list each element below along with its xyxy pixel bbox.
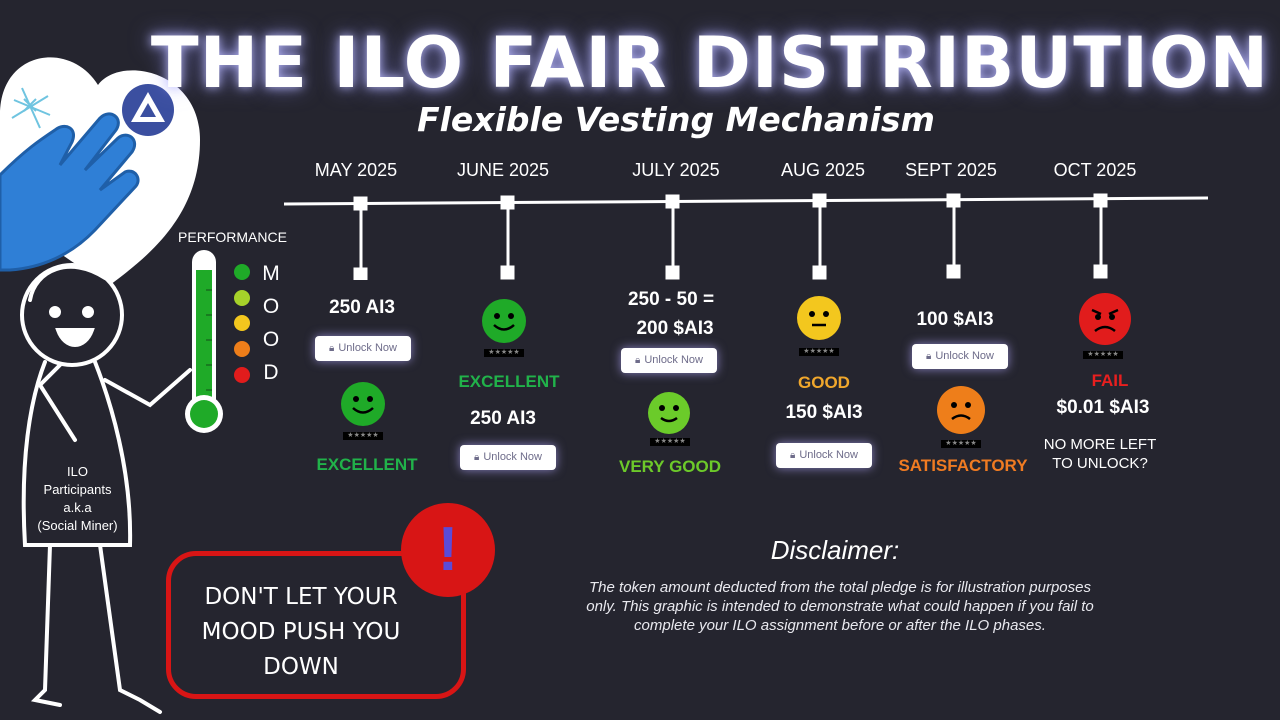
star-rating: ★★★★★ xyxy=(343,432,383,440)
triangle-logo-icon xyxy=(122,84,174,136)
unlock-button-june[interactable]: 🔒︎Unlock Now xyxy=(460,445,556,470)
rating-aug: GOOD xyxy=(798,373,850,392)
exclamation-mark: ! xyxy=(437,515,459,584)
lock-icon: 🔒︎ xyxy=(925,351,932,362)
rating-july: VERY GOOD xyxy=(618,457,722,476)
amount-sept: 100 $AI3 xyxy=(916,309,994,330)
unlock-button-sept[interactable]: 🔒︎Unlock Now xyxy=(912,344,1008,369)
page-title: THE ILO FAIR DISTRIBUTION xyxy=(150,22,1270,104)
lock-icon: 🔒︎ xyxy=(789,450,796,461)
star-rating: ★★★★★ xyxy=(650,438,690,446)
mood-letter-m: M xyxy=(262,262,280,285)
mood-scale xyxy=(234,264,250,383)
snowflake-logo-icon xyxy=(11,87,51,129)
timeline xyxy=(283,193,1209,280)
warning-box xyxy=(166,551,466,699)
hand-icon xyxy=(0,112,140,272)
amount-may: 250 AI3 xyxy=(329,297,395,318)
unlock-button-may[interactable]: 🔒︎Unlock Now xyxy=(315,336,411,361)
mood-letter-o2: O xyxy=(262,328,280,351)
excellent-face-icon xyxy=(341,382,385,426)
month-aug: AUG 2025 xyxy=(780,160,866,180)
unlock-button-aug[interactable]: 🔒︎Unlock Now xyxy=(776,443,872,468)
no-more-note: NO MORE LEFT TO UNLOCK? xyxy=(1043,436,1157,472)
month-oct: OCT 2025 xyxy=(1053,160,1137,180)
disclaimer-title: Disclaimer: xyxy=(770,535,900,565)
lock-icon: 🔒︎ xyxy=(328,343,335,354)
performance-label: PERFORMANCE xyxy=(178,229,287,245)
lock-icon: 🔒︎ xyxy=(634,355,641,366)
exclamation-icon xyxy=(401,503,495,597)
page-subtitle: Flexible Vesting Mechanism xyxy=(417,100,935,139)
star-rating: ★★★★★ xyxy=(1083,351,1123,359)
lock-icon: 🔒︎ xyxy=(473,452,480,463)
month-june: JUNE 2025 xyxy=(456,160,550,180)
fail-face-icon xyxy=(1079,293,1131,345)
amount-aug: 150 $AI3 xyxy=(785,402,863,423)
amount-oct: $0.01 $AI3 xyxy=(1056,397,1150,418)
amount-june: 250 AI3 xyxy=(470,408,536,429)
rating-oct: FAIL xyxy=(1091,371,1129,390)
good-face-icon xyxy=(797,296,841,340)
warning-text: DON'T LET YOUR MOOD PUSH YOU DOWN xyxy=(201,584,401,680)
star-rating: ★★★★★ xyxy=(484,349,524,357)
very-good-face-icon xyxy=(648,392,690,434)
month-sept: SEPT 2025 xyxy=(905,160,997,180)
participant-label: ILO Participants a.k.a (Social Miner) xyxy=(37,464,118,533)
star-rating: ★★★★★ xyxy=(799,348,839,356)
mood-letter-o1: O xyxy=(262,295,280,318)
rating-may: EXCELLENT xyxy=(316,455,418,474)
stick-figure xyxy=(20,263,192,714)
amount-july: 250 - 50 = 200 $AI3 xyxy=(627,289,715,339)
rating-sept: SATISFACTORY xyxy=(898,456,1028,475)
mood-letter-d: D xyxy=(263,361,279,384)
thermometer-icon xyxy=(185,250,223,433)
excellent-face-icon xyxy=(482,299,526,343)
month-may: MAY 2025 xyxy=(314,160,398,180)
illustration xyxy=(0,57,250,714)
star-rating: ★★★★★ xyxy=(941,440,981,448)
disclaimer-text: The token amount deducted from the total… xyxy=(586,579,1094,634)
rating-june: EXCELLENT xyxy=(458,372,560,391)
satisfactory-face-icon xyxy=(937,386,985,434)
month-july: JULY 2025 xyxy=(632,160,720,180)
unlock-button-july[interactable]: 🔒︎Unlock Now xyxy=(621,348,717,373)
